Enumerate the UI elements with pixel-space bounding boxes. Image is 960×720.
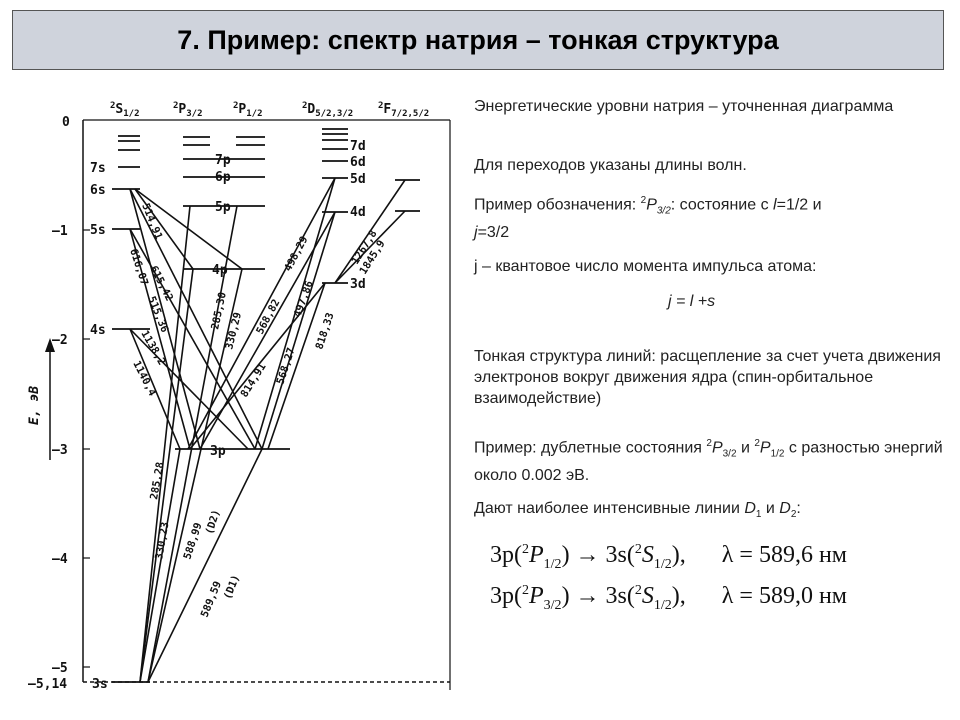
tick-minus514: –5,14 bbox=[28, 677, 67, 692]
sodium-energy-level-diagram: E, эВ 0 –1 –2 –3 –4 –5 –5,14 2S1/2 2P3/2… bbox=[27, 101, 451, 692]
text-p2: Для переходов указаны длины волн. bbox=[474, 157, 747, 174]
label-4d: 4d bbox=[350, 205, 366, 220]
label-5p: 5p bbox=[215, 200, 231, 215]
header-2P12: 2P1/2 bbox=[233, 101, 263, 119]
label-5d: 5d bbox=[350, 172, 366, 187]
label-7s: 7s bbox=[90, 161, 106, 176]
tick-minus5: –5 bbox=[52, 661, 68, 676]
label-3s: 3s bbox=[92, 677, 108, 692]
wl-1140-4: 1140,4 bbox=[130, 359, 158, 398]
label-5s: 5s bbox=[90, 223, 106, 238]
label-4s: 4s bbox=[90, 323, 106, 338]
formula-d1: 3p(2P1/2) → 3s(2S1/2), λ = 589,6 нм bbox=[490, 542, 847, 572]
wl-285-30: 285,30 bbox=[209, 291, 229, 331]
text-p3: Пример обозначения: 2P3/2: состояние с l… bbox=[474, 195, 822, 241]
tick-minus1: –1 bbox=[52, 224, 68, 239]
formula-d2: 3p(2P3/2) → 3s(2S1/2), λ = 589,0 нм bbox=[490, 583, 847, 613]
header-2D: 2D5/2,3/2 bbox=[302, 101, 353, 119]
tick-0: 0 bbox=[62, 115, 70, 130]
header-2F: 2F7/2,5/2 bbox=[378, 101, 429, 119]
wl-589-59: 589,59 bbox=[199, 579, 224, 619]
wl-498-29: 498,29 bbox=[282, 234, 310, 273]
energy-axis-arrowhead bbox=[45, 338, 55, 352]
energy-axis-label: E, эВ bbox=[27, 386, 42, 425]
wl-d1: (D1) bbox=[222, 573, 243, 601]
label-6s: 6s bbox=[90, 183, 106, 198]
wl-588-99: 588,99 bbox=[181, 521, 204, 561]
wl-818-33: 818,33 bbox=[313, 311, 336, 351]
slide-title-box: 7. Пример: спектр натрия – тонкая структ… bbox=[12, 10, 944, 70]
wl-330-29: 330,29 bbox=[223, 311, 244, 351]
tick-minus4: –4 bbox=[52, 552, 68, 567]
formula-j: j = l +s bbox=[668, 293, 716, 310]
slide-title: 7. Пример: спектр натрия – тонкая структ… bbox=[177, 24, 779, 55]
text-p7: Дают наиболее интенсивные линии D1 и D2: bbox=[474, 500, 801, 521]
tick-minus3: –3 bbox=[52, 443, 68, 458]
header-2P32: 2P3/2 bbox=[173, 101, 203, 119]
header-2S12: 2S1/2 bbox=[110, 101, 140, 119]
tick-minus2: –2 bbox=[52, 333, 68, 348]
label-6d: 6d bbox=[350, 155, 366, 170]
wl-568-27: 568,27 bbox=[274, 346, 297, 386]
wl-814-91: 814,91 bbox=[238, 361, 268, 400]
label-3d: 3d bbox=[350, 277, 366, 292]
text-p4: j – квантовое число момента импульса ато… bbox=[474, 258, 817, 275]
text-p6: Пример: дублетные состояния 2P3/2 и 2P1/… bbox=[474, 438, 943, 484]
wl-d2: (D2) bbox=[203, 508, 222, 536]
text-p1: Энергетические уровни натрия – уточненна… bbox=[474, 98, 894, 115]
label-6p: 6p bbox=[215, 170, 231, 185]
text-p5: Тонкая структура линий: расщепление за с… bbox=[474, 348, 941, 407]
label-7p: 7p bbox=[215, 153, 231, 168]
label-3p: 3p bbox=[210, 444, 226, 459]
label-7d: 7d bbox=[350, 139, 366, 154]
